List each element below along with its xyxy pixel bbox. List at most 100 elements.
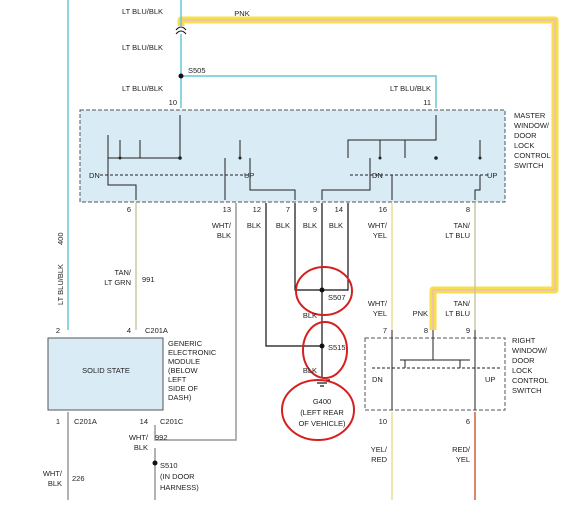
pin-r8: 8: [424, 326, 428, 335]
label-lt-blu-blk-3: LT BLU/BLK: [122, 84, 163, 93]
label-yel-red-a: YEL/: [371, 445, 388, 454]
right-title-2: WINDOW/: [512, 346, 548, 355]
ground-desc-2: OF VEHICLE): [298, 419, 346, 428]
pin-r10: 10: [379, 417, 387, 426]
label-tan-lt-blu-a: TAN/: [453, 221, 470, 230]
pin-r7: 7: [383, 326, 387, 335]
gem-title-3: MODULE: [168, 357, 200, 366]
gray-wires: [67, 203, 237, 500]
label-wht-blk-226b: BLK: [48, 479, 62, 488]
right-dn: DN: [372, 375, 383, 384]
right-title-3: DOOR: [512, 356, 535, 365]
right-title-6: SWITCH: [512, 386, 542, 395]
label-wht-blk-226a: WHT/: [43, 469, 63, 478]
pin-7: 7: [286, 205, 290, 214]
pin-13: 13: [223, 205, 231, 214]
label-tan-lt-grn-b: LT GRN: [104, 278, 131, 287]
label-400: 400: [56, 232, 65, 245]
gem-title-6: SIDE OF: [168, 384, 198, 393]
gem-title-2: ELECTRONIC: [168, 348, 217, 357]
label-lt-blu-blk-top: LT BLU/BLK: [122, 7, 163, 16]
pin-m4: 4: [127, 326, 131, 335]
label-tan-lt-grn-a: TAN/: [114, 268, 131, 277]
label-wht-blk-992a: WHT/: [129, 433, 149, 442]
label-wht-yel-d: YEL: [373, 309, 387, 318]
label-lt-blu-blk-4: LT BLU/BLK: [390, 84, 431, 93]
label-blk-9: BLK: [303, 221, 317, 230]
label-s510-desc-1: (IN DOOR: [160, 472, 195, 481]
pin-14: 14: [335, 205, 343, 214]
pin-m2: 2: [56, 326, 60, 335]
lt-blu-wires: [67, 0, 437, 330]
label-lt-blu-blk-vert: LT BLU/BLK: [56, 264, 65, 305]
master-title-6: SWITCH: [514, 161, 544, 170]
label-tan-lt-blu-c: TAN/: [453, 299, 470, 308]
right-title-1: RIGHT: [512, 336, 536, 345]
master-up-right: UP: [487, 171, 497, 180]
label-lt-blu-blk-2: LT BLU/BLK: [122, 43, 163, 52]
label-226: 226: [72, 474, 85, 483]
label-wht-yel-c: WHT/: [368, 299, 388, 308]
label-991: 991: [142, 275, 155, 284]
label-pnk-top: PNK: [234, 9, 249, 18]
master-dn-right: DN: [372, 171, 383, 180]
master-title-4: LOCK: [514, 141, 534, 150]
master-title-5: CONTROL: [514, 151, 551, 160]
inline-connector-icon: [175, 26, 187, 35]
label-c201a-bot: C201A: [74, 417, 97, 426]
label-tan-lt-blu-b: LT BLU: [445, 231, 470, 240]
right-title-4: LOCK: [512, 366, 532, 375]
label-c201c: C201C: [160, 417, 184, 426]
pin-12: 12: [253, 205, 261, 214]
tan-wires: [135, 203, 476, 330]
label-wht-blk-b: BLK: [217, 231, 231, 240]
label-s510-desc-2: HARNESS): [160, 483, 199, 492]
master-dn-left: DN: [89, 171, 100, 180]
ground-name: G400: [313, 397, 331, 406]
label-wht-blk-a: WHT/: [212, 221, 232, 230]
label-blk-12: BLK: [247, 221, 261, 230]
pin-r9: 9: [466, 326, 470, 335]
right-title-5: CONTROL: [512, 376, 549, 385]
master-switch: DN UP DN UP MASTER WINDOW/ DOOR LOCK CON…: [79, 109, 551, 203]
label-pnk-8: PNK: [413, 309, 428, 318]
gem-title-1: GENERIC: [168, 339, 203, 348]
label-992: 992: [155, 433, 168, 442]
label-s510: S510: [160, 461, 178, 470]
label-red-yel-b: YEL: [456, 455, 470, 464]
label-tan-lt-blu-d: LT BLU: [445, 309, 470, 318]
annotation-circles: [281, 266, 355, 441]
gem-title-7: DASH): [168, 393, 192, 402]
pin-m1: 1: [56, 417, 60, 426]
gem-body-text: SOLID STATE: [82, 366, 130, 375]
label-s507: S507: [328, 293, 346, 302]
label-s505: S505: [188, 66, 206, 75]
master-up-left: UP: [244, 171, 254, 180]
label-wht-blk-992b: BLK: [134, 443, 148, 452]
label-blk-s515: BLK: [303, 366, 317, 375]
label-wht-yel-a: WHT/: [368, 221, 388, 230]
pin-6: 6: [127, 205, 131, 214]
pin-11: 11: [423, 98, 431, 107]
master-title-1: MASTER: [514, 111, 546, 120]
label-s515: S515: [328, 343, 346, 352]
label-blk-14: BLK: [329, 221, 343, 230]
gem-title-5: LEFT: [168, 375, 187, 384]
label-wht-yel-b: YEL: [373, 231, 387, 240]
pin-9: 9: [313, 205, 317, 214]
label-yel-red-b: RED: [371, 455, 387, 464]
gem-title-4: (BELOW: [168, 366, 199, 375]
ground-desc-1: (LEFT REAR: [300, 408, 344, 417]
pin-m14: 14: [140, 417, 148, 426]
label-blk-s507: BLK: [303, 311, 317, 320]
master-title-2: WINDOW/: [514, 121, 550, 130]
master-title-3: DOOR: [514, 131, 537, 140]
right-switch: DN UP RIGHT WINDOW/ DOOR LOCK CONTROL SW…: [364, 330, 549, 411]
pin-r6: 6: [466, 417, 470, 426]
label-red-yel-a: RED/: [452, 445, 471, 454]
splice-dots: [152, 73, 325, 466]
generic-electronic-module: SOLID STATE GENERIC ELECTRONIC MODULE (B…: [47, 337, 217, 411]
label-blk-7: BLK: [276, 221, 290, 230]
